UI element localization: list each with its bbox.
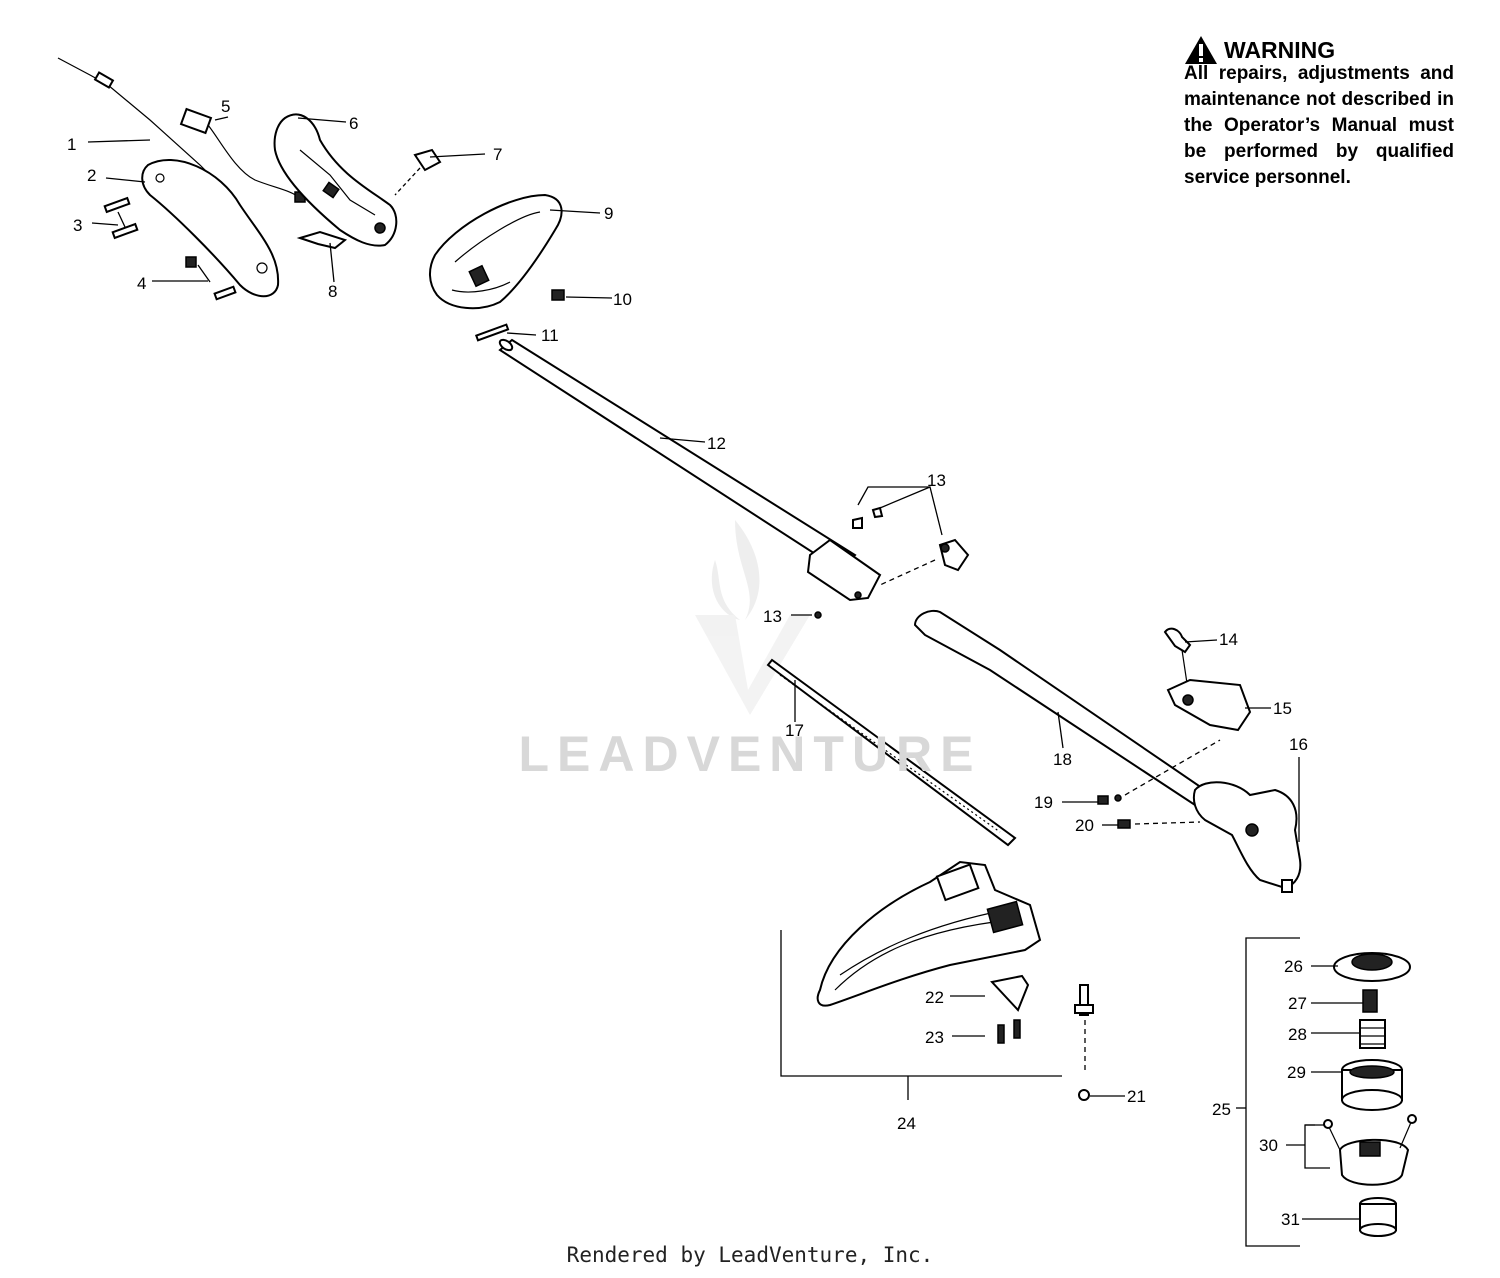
callout-20: 20 bbox=[1075, 816, 1094, 835]
part-gear-head bbox=[1192, 781, 1302, 893]
callout-9: 9 bbox=[604, 204, 613, 223]
callout-31: 31 bbox=[1281, 1210, 1300, 1229]
callout-18: 18 bbox=[1053, 750, 1072, 769]
warning-triangle-icon bbox=[1185, 36, 1217, 64]
part-drive-shaft bbox=[766, 658, 1017, 847]
callout-28: 28 bbox=[1288, 1025, 1307, 1044]
part-upper-drive-shaft-tube bbox=[498, 338, 882, 602]
callout-27: 27 bbox=[1288, 994, 1307, 1013]
part-spool-housing bbox=[1323, 1114, 1417, 1186]
callout-16: 16 bbox=[1289, 735, 1308, 754]
part-trimmer-guard bbox=[816, 860, 1042, 1007]
part-handle-housing-right bbox=[273, 113, 398, 247]
warning-title: WARNING bbox=[1184, 35, 1454, 65]
callout-22: 22 bbox=[925, 988, 944, 1007]
part-bolt-21 bbox=[1074, 984, 1094, 1101]
part-cover-screw bbox=[551, 289, 565, 301]
part-guard-screws bbox=[997, 1019, 1021, 1044]
callout-5: 5 bbox=[221, 97, 230, 116]
part-handle-housing-left bbox=[141, 159, 280, 298]
warning-box: WARNING All repairs, adjustments and mai… bbox=[1184, 35, 1454, 191]
part-clamp bbox=[1166, 678, 1252, 732]
part-eyelet bbox=[1359, 1197, 1397, 1237]
leader-lines bbox=[87, 116, 1363, 1220]
callout-23: 23 bbox=[925, 1028, 944, 1047]
callout-13-top: 13 bbox=[927, 471, 946, 490]
watermark-logo bbox=[695, 520, 810, 715]
callout-labels: 1 2 3 4 5 6 7 8 9 10 11 12 13 13 14 15 1… bbox=[67, 97, 1308, 1229]
callout-14: 14 bbox=[1219, 630, 1238, 649]
part-screws-19-20 bbox=[1097, 739, 1221, 829]
warning-title-text: WARNING bbox=[1224, 36, 1336, 63]
part-guard-bracket bbox=[990, 974, 1030, 1012]
part-engine-cover bbox=[429, 193, 563, 310]
part-throttle-trigger bbox=[296, 230, 348, 250]
part-spool bbox=[1341, 1059, 1403, 1111]
callout-12: 12 bbox=[707, 434, 726, 453]
part-bolt-27 bbox=[1362, 989, 1378, 1013]
callout-15: 15 bbox=[1273, 699, 1292, 718]
callout-6: 6 bbox=[349, 114, 358, 133]
footer-credit: Rendered by LeadVenture, Inc. bbox=[566, 1243, 934, 1267]
part-coupler-knob bbox=[814, 506, 970, 619]
callout-7: 7 bbox=[493, 145, 502, 164]
callout-1: 1 bbox=[67, 135, 76, 154]
callout-24: 24 bbox=[897, 1114, 916, 1133]
callout-3: 3 bbox=[73, 216, 82, 235]
part-bolt bbox=[474, 323, 510, 342]
callout-10: 10 bbox=[613, 290, 632, 309]
callout-4: 4 bbox=[137, 274, 146, 293]
watermark-text: LEADVENTURE bbox=[518, 726, 982, 782]
callout-19: 19 bbox=[1034, 793, 1053, 812]
callout-13-bottom: 13 bbox=[763, 607, 782, 626]
part-trimmer-head-cover bbox=[1333, 952, 1411, 982]
callout-2: 2 bbox=[87, 166, 96, 185]
warning-text: All repairs, adjustments and maintenance… bbox=[1184, 63, 1454, 188]
callout-11: 11 bbox=[541, 326, 559, 345]
part-lower-drive-shaft-tube bbox=[913, 609, 1207, 807]
part-handle-screws bbox=[103, 196, 237, 301]
callout-17: 17 bbox=[785, 721, 804, 740]
callout-8: 8 bbox=[328, 282, 337, 301]
callout-26: 26 bbox=[1284, 957, 1303, 976]
callout-21: 21 bbox=[1127, 1087, 1146, 1106]
part-clip bbox=[394, 148, 442, 196]
callout-30: 30 bbox=[1259, 1136, 1278, 1155]
callout-25: 25 bbox=[1212, 1100, 1231, 1119]
callout-29: 29 bbox=[1287, 1063, 1306, 1082]
part-spring bbox=[1359, 1019, 1386, 1049]
